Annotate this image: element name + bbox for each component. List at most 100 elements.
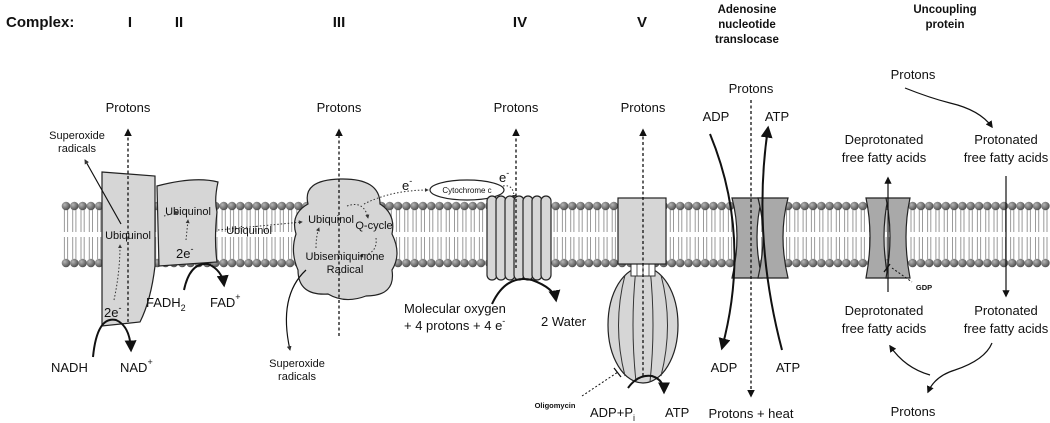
complex-heading: Complex: [6, 14, 74, 31]
complex-2-fadh2-arrow [183, 262, 229, 291]
ucp-deprot-bottom-line-2: free fatty acids [842, 321, 927, 336]
complex-1-electrons: 2e- [104, 303, 121, 320]
ucp-deprot-top-line-2: free fatty acids [842, 150, 927, 165]
complex-1-superoxide-line-2: radicals [58, 143, 96, 155]
cytochrome-c-ellipse [429, 179, 505, 201]
ucp-title-line-2: protein [926, 19, 965, 31]
f1-subunit-line-3 [649, 267, 654, 383]
ucp-right-half [885, 197, 911, 279]
complex-3-superoxide-line-1: Superoxide [269, 358, 325, 370]
complex-1-ubiquinol: Ubiquinol [105, 230, 151, 242]
complex-3-superoxide-arrow [285, 269, 307, 351]
complex-5-atp-label: ATP [665, 405, 689, 420]
gdp-label: GDP [916, 283, 932, 292]
ucp-deprot-top-line-1: Deprotonated [845, 132, 924, 147]
complex-4: Protons Molecular oxygen + 4 protons + 4… [404, 100, 587, 333]
uncoupling-protein: GDP Protons Deprotonated free fatty acid… [842, 67, 1049, 419]
ucp-prot-top-line-1: Protonated [974, 132, 1038, 147]
cytochrome-electron-left: e- [402, 176, 412, 193]
complex-1-superoxide-line-1: Superoxide [49, 130, 105, 142]
water-label: 2 Water [541, 314, 587, 329]
protons-heat-label: Protons + heat [709, 406, 794, 421]
atp-export-arrow [760, 125, 783, 351]
fadh2-label: FADH2 [146, 295, 186, 313]
oxygen-to-water-arrow [491, 278, 561, 305]
semiquinone-line-2: Radical [327, 264, 364, 276]
ucp-prot-bottom-line-2: free fatty acids [964, 321, 1049, 336]
complex-4-protons: Protons [494, 100, 539, 115]
complex-2-label: II [175, 14, 183, 31]
gdp-inhibition-bar [883, 263, 891, 273]
atp-synthesis-arrow [627, 374, 670, 395]
translocase-left-half [731, 197, 763, 279]
ffa-return-arrow [889, 344, 931, 376]
ucp-prot-top-line-2: free fatty acids [964, 150, 1049, 165]
ucp-prot-bottom-line-1: Protonated [974, 303, 1038, 318]
complex-3: Protons Ubiquinol Ubiquinol Q-cycle Ubis… [217, 100, 398, 383]
complex-2-ubiquinol: Ubiquinol [165, 206, 211, 218]
proton-uptake-arrow [904, 87, 993, 129]
ubiquinol-transfer-path [217, 220, 303, 231]
q-cycle-label: Q-cycle [355, 220, 392, 232]
oligomycin-inhibition-line [581, 371, 619, 397]
semiquinone-line-1: Ubisemiquinone [306, 251, 385, 263]
translocase-atp-bottom: ATP [776, 360, 800, 375]
cytochrome-c: Cytochrome c e- e- [363, 168, 516, 205]
translocase-protons: Protons [729, 81, 774, 96]
complex-2-to-ubiquinol-path [163, 210, 179, 217]
complex-1-superoxide-arrow [84, 159, 122, 225]
complex-1-electron-path [113, 244, 122, 301]
q-cycle-bottom-arc [359, 237, 377, 258]
translocase-title-line-3: translocase [715, 34, 779, 46]
nadh-label: NADH [51, 360, 88, 375]
oxygen-line-1: Molecular oxygen [404, 301, 506, 316]
complex-4-label: IV [513, 14, 527, 31]
complex-2-electrons: 2e- [176, 244, 193, 261]
complex-3-superoxide-line-2: radicals [278, 371, 316, 383]
ucp-protons-top: Protons [891, 67, 936, 82]
complex-3-ubiquinol: Ubiquinol [308, 214, 354, 226]
q-cycle-top-arc [346, 204, 370, 219]
translocase-title-line-2: nucleotide [718, 19, 776, 31]
adp-import-arrow [709, 133, 736, 351]
ucp-protons-bottom: Protons [891, 404, 936, 419]
fad-label: FAD+ [210, 292, 241, 310]
nad-label: NAD+ [120, 357, 153, 375]
ucp-deprot-bottom-line-1: Deprotonated [845, 303, 924, 318]
complex-3-label: III [333, 14, 346, 31]
f1-subunit-line-4 [660, 274, 668, 377]
ubiquinol-transfer-label: Ubiquinol [226, 225, 272, 237]
complex-1-nadh-arrow [92, 318, 137, 358]
translocase-atp-top: ATP [765, 109, 789, 124]
translocase-title-line-1: Adenosine [718, 4, 777, 16]
complex-5: Protons Oligomycin ADP+Pi ATP [535, 100, 690, 423]
proton-release-arrow [927, 342, 993, 394]
complex-header: Complex: I II III IV V Adenosine nucleot… [6, 4, 977, 46]
complex-5-label: V [637, 14, 647, 31]
complex-1-label: I [128, 14, 132, 31]
adp-pi-label: ADP+Pi [590, 405, 635, 423]
atp-synthase-fo [617, 197, 667, 265]
f1-subunit-line-1 [618, 274, 626, 377]
oligomycin-label: Oligomycin [535, 401, 576, 410]
f1-subunit-line-2 [632, 267, 637, 383]
cytochrome-c-label: Cytochrome c [442, 186, 491, 195]
adenosine-nucleotide-translocase: Protons ADP ATP ADP ATP Protons + heat [703, 81, 801, 421]
oxygen-line-2: + 4 protons + 4 e- [404, 316, 505, 333]
complex-5-protons: Protons [621, 100, 666, 115]
complex-2: Ubiquinol 2e- FADH2 FAD+ [146, 179, 241, 313]
complex-4-helix-7 [540, 195, 552, 281]
cytochrome-electron-right: e- [499, 168, 509, 185]
ucp-title-line-1: Uncoupling [913, 4, 976, 16]
complex-3-to-cytochrome-path [363, 188, 429, 205]
complex-1: Protons Superoxide radicals Ubiquinol 2e… [49, 100, 156, 375]
complex-3-protein [292, 178, 398, 301]
translocase-adp-top: ADP [703, 109, 730, 124]
semiquinone-to-ubiquinol-path [315, 227, 320, 249]
gdp-inhibition-line [891, 267, 913, 283]
complex-3-protons: Protons [317, 100, 362, 115]
complex-1-protons: Protons [106, 100, 151, 115]
translocase-adp-bottom: ADP [711, 360, 738, 375]
oligomycin-inhibition-bar [613, 367, 622, 378]
